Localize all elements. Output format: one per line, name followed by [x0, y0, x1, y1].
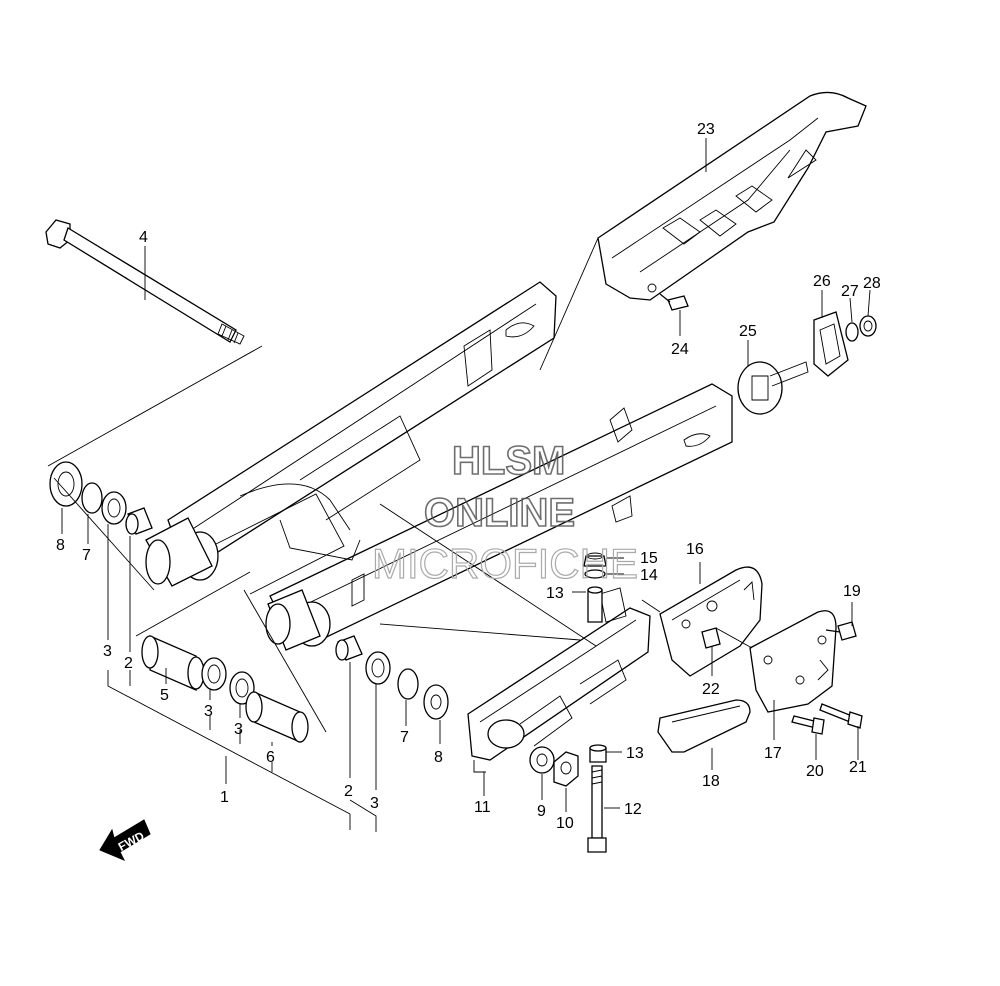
callout-21: 21 [849, 759, 867, 776]
callout-13-upper: 13 [546, 585, 564, 602]
chain-guard-part-23 [597, 91, 867, 301]
callout-7-left: 7 [82, 547, 91, 564]
callout-24: 24 [671, 341, 689, 358]
callout-20: 20 [806, 763, 824, 780]
callout-3-right: 3 [370, 795, 379, 812]
bolt-part-20 [791, 715, 825, 735]
adjuster-plate-part-26 [813, 311, 849, 377]
callout-13-lower: 13 [626, 745, 644, 762]
bolt-part-12 [587, 765, 607, 853]
callout-26: 26 [813, 273, 831, 290]
callout-7-right: 7 [400, 729, 409, 746]
callout-19: 19 [843, 583, 861, 600]
callout-3-left: 3 [103, 643, 112, 660]
callout-labels: 4 23 24 25 26 27 28 8 7 3 2 5 3 3 6 1 2 … [56, 121, 881, 832]
watermark-line-2: ONLINE [424, 491, 575, 535]
callout-4: 4 [139, 229, 148, 246]
callout-3-mid-b: 3 [234, 721, 243, 738]
callout-2-right: 2 [344, 783, 353, 800]
callout-8-left: 8 [56, 537, 65, 554]
washer-part-9 [529, 746, 555, 774]
callout-9: 9 [537, 803, 546, 820]
watermark-line-1: HLSM [452, 439, 565, 483]
callout-6: 6 [266, 749, 275, 766]
watermark: HLSM ONLINE MICROFICHE [371, 438, 638, 587]
washer-part-14 [584, 569, 606, 579]
nut-part-28 [859, 315, 877, 337]
pivot-spacers-bottom [141, 635, 309, 743]
callout-10: 10 [556, 815, 574, 832]
callout-12: 12 [624, 801, 642, 818]
callout-5: 5 [160, 687, 169, 704]
callout-27: 27 [841, 283, 859, 300]
callout-2-left: 2 [124, 655, 133, 672]
slider-part-18 [657, 699, 751, 753]
callout-16: 16 [686, 541, 704, 558]
collar-part-22 [701, 627, 721, 649]
chain-adjuster-part-25 [737, 361, 809, 415]
swingarm-part-1 [145, 281, 733, 651]
right-bearing-stack [335, 635, 449, 720]
pivot-bolt-part-4 [45, 219, 245, 345]
callout-3-mid-a: 3 [204, 703, 213, 720]
callout-22: 22 [702, 681, 720, 698]
left-bearing-stack-top [49, 461, 153, 535]
bracket-part-17 [749, 610, 837, 713]
washer-part-27 [845, 322, 859, 342]
callout-17: 17 [764, 745, 782, 762]
forward-direction-arrow: FWD [99, 819, 151, 861]
callout-28: 28 [863, 275, 881, 292]
callout-18: 18 [702, 773, 720, 790]
bracket-part-16 [659, 566, 763, 677]
watermark-line-3: MICROFICHE [372, 540, 638, 587]
leader-lines [47, 138, 871, 832]
bolt-part-19 [825, 621, 857, 641]
bolt-part-21 [819, 703, 863, 729]
callout-11: 11 [474, 799, 491, 816]
nut-part-10 [553, 751, 579, 787]
callout-15: 15 [640, 550, 658, 567]
nut-part-15 [583, 552, 607, 567]
callout-23: 23 [697, 121, 715, 138]
callout-8-right: 8 [434, 749, 443, 766]
chain-buffer-part-11 [467, 587, 651, 773]
collar-part-13-upper [587, 586, 603, 623]
callout-25: 25 [739, 323, 757, 340]
bolt-part-24 [659, 293, 689, 311]
callout-1: 1 [220, 789, 229, 806]
callout-14: 14 [640, 567, 658, 584]
collar-part-13-lower [589, 744, 607, 763]
